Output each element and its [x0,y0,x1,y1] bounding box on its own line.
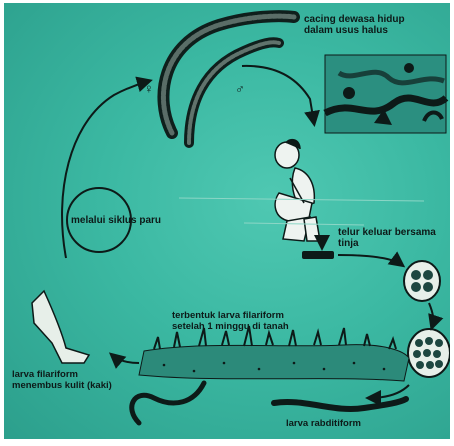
egg-stage-1 [404,261,440,301]
label-skin-penetration: larva filariform menembus kulit (kaki) [12,369,112,391]
label-skin-line1: larva filariform [12,369,112,380]
label-eggs-out-line1: telur keluar bersama [338,227,436,238]
feces [302,251,334,259]
label-adult-worms-line1: cacing dewasa hidup [304,14,405,25]
leg-foot [32,291,89,363]
egg-stage-2 [408,329,450,377]
life-cycle-diagram: ♀ ♂ cacing dewasa hidup dalam usus halus… [4,3,450,439]
label-rhabditiform: larva rabditiform [286,418,361,429]
filariform-larva [132,383,204,423]
label-adult-worms-line2: dalam usus halus [304,25,405,36]
label-filariform-formed: terbentuk larva filariform setelah 1 min… [172,310,289,332]
squatting-person [275,140,320,241]
label-eggs-out: telur keluar bersama tinja [338,227,436,249]
label-eggs-out-line2: tinja [338,238,436,249]
female-symbol: ♀ [144,83,154,94]
label-lung-cycle: melalui siklus paru [71,215,161,226]
rhabditiform-larva [274,399,406,409]
label-filariform-line2: setelah 1 minggu di tanah [172,321,289,332]
label-filariform-line1: terbentuk larva filariform [172,310,289,321]
label-skin-line2: menembus kulit (kaki) [12,380,112,391]
intestine-image [325,55,446,133]
male-symbol: ♂ [235,83,245,94]
soil-grass [139,326,409,381]
adult-worms [163,16,294,143]
label-adult-worms: cacing dewasa hidup dalam usus halus [304,14,405,36]
